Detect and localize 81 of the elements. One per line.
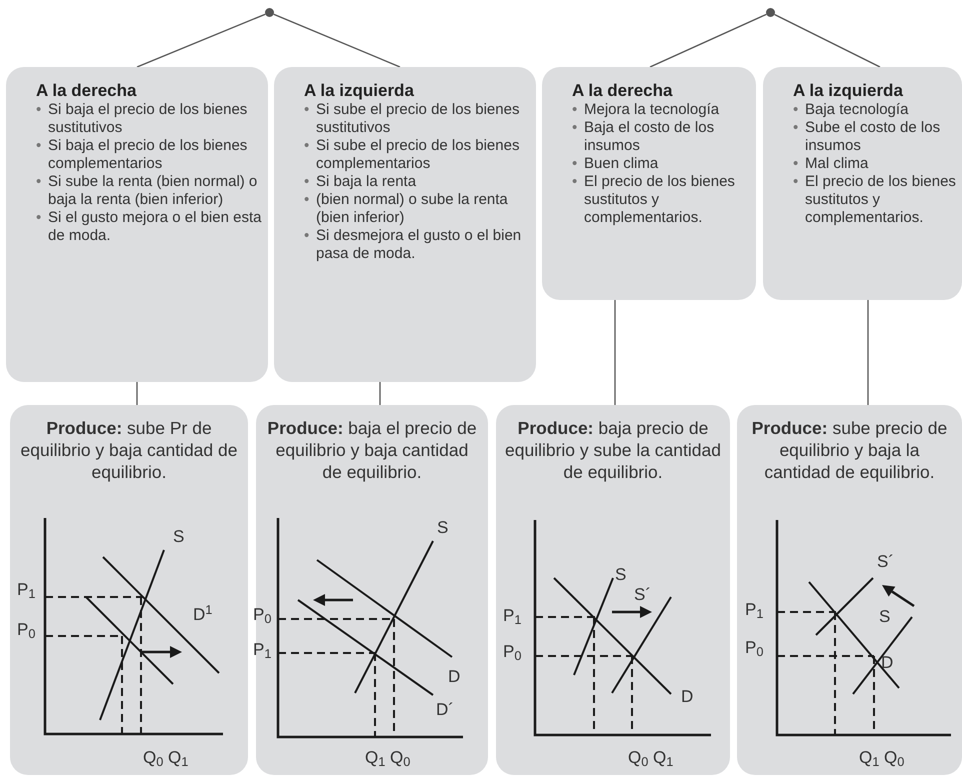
axis-label: Q$_{1}$ Q$_{0}$ bbox=[859, 748, 904, 768]
axis-label: S´ bbox=[634, 585, 651, 605]
axis-label: P$_{1}$ bbox=[253, 640, 272, 660]
bullet-text: Buen clima bbox=[584, 155, 660, 173]
bullet-marker: • bbox=[304, 101, 310, 120]
result-text: Produce: sube Pr de equilibrio y baja cantidad de equilibrio. bbox=[20, 417, 238, 483]
connector-line bbox=[273, 14, 400, 68]
axis-label: P$_{1}$ bbox=[503, 606, 522, 626]
result-card bbox=[256, 405, 488, 775]
bullet-text: El precio de los bienes sustitutos y complementarios. bbox=[584, 173, 736, 227]
connector-line bbox=[136, 14, 266, 68]
result-card bbox=[496, 405, 730, 775]
bullet-text: Si desmejora el gusto o el bien pasa de moda. bbox=[316, 227, 522, 263]
axis-label: P$_{1}$ bbox=[17, 580, 36, 600]
bullet-text: (bien normal) o sube la renta (bien inferior) bbox=[316, 191, 509, 227]
bullet-marker: • bbox=[36, 101, 42, 120]
bullet-text: Si baja el precio de los bienes sustitutivos bbox=[48, 101, 248, 137]
result-text: Produce: sube precio de equilibrio y baja la cantidad de equilibrio. bbox=[750, 417, 948, 483]
axis-label: P$_{1}$ bbox=[745, 600, 764, 620]
bullet-text: Si sube la renta (bien normal) o baja la renta (bien inferior) bbox=[48, 173, 258, 209]
bullet-marker: • bbox=[793, 173, 800, 192]
bullet-text: Sube el costo de los insumos bbox=[805, 119, 942, 155]
bullet-text: Si baja la renta bbox=[316, 173, 418, 191]
connector-line bbox=[614, 300, 616, 405]
bullet-marker: • bbox=[36, 137, 42, 156]
bullet-text: Si sube el precio de los bienes sustitutivos bbox=[316, 101, 520, 137]
connector-line bbox=[774, 14, 880, 68]
bullet-text: Baja el costo de los insumos bbox=[584, 119, 716, 155]
connector-line bbox=[867, 300, 869, 405]
result-text: Produce: baja el precio de equilibrio y baja cantidad de equilibrio. bbox=[266, 417, 478, 483]
bullet-marker: • bbox=[304, 227, 310, 246]
axis-label: P$_{0}$ bbox=[17, 620, 36, 640]
bullet-text: El precio de los bienes sustitutos y complementarios. bbox=[805, 173, 957, 227]
bullet-text: Mejora la tecnología bbox=[584, 101, 720, 119]
axis-label: Q$_{0}$ Q$_{1}$ bbox=[143, 748, 188, 768]
axis-label: D´ bbox=[436, 700, 454, 720]
axis-label: P$_{0}$ bbox=[745, 638, 764, 658]
bullet-marker: • bbox=[304, 137, 310, 156]
result-text: Produce: baja precio de equilibrio y sube la cantidad de equilibrio. bbox=[504, 417, 722, 483]
axis-label: Q$_{1}$ Q$_{0}$ bbox=[365, 748, 410, 768]
bullet-marker: • bbox=[36, 209, 42, 228]
axis-label: S bbox=[437, 518, 448, 538]
axis-label: D bbox=[681, 687, 694, 707]
bullet-text: Si baja el precio de los bienes complementarios bbox=[48, 137, 248, 173]
card-heading: A la derecha bbox=[36, 81, 138, 101]
axis-label: P$_{0}$ bbox=[253, 605, 272, 625]
connector-line bbox=[136, 382, 138, 405]
bullet-marker: • bbox=[793, 101, 800, 119]
card-heading: A la izquierda bbox=[304, 81, 415, 101]
bullet-marker: • bbox=[572, 173, 578, 192]
axis-label: S´ bbox=[877, 552, 894, 572]
axis-label: S bbox=[615, 565, 626, 585]
shift-card bbox=[763, 67, 962, 300]
axis-label: P$_{0}$ bbox=[503, 642, 522, 662]
connector-line bbox=[650, 14, 767, 68]
bullet-marker: • bbox=[36, 173, 42, 192]
bullet-marker: • bbox=[304, 191, 310, 210]
bullet-marker: • bbox=[793, 119, 800, 138]
shift-card bbox=[6, 67, 268, 382]
axis-label: S bbox=[173, 527, 184, 547]
card-heading: A la derecha bbox=[572, 81, 674, 101]
result-card bbox=[737, 405, 962, 775]
axis-label: D bbox=[881, 653, 894, 673]
card-heading: A la izquierda bbox=[793, 81, 904, 101]
shift-card bbox=[274, 67, 536, 382]
axis-label: D$^{1}$ bbox=[193, 605, 212, 625]
bullet-marker: • bbox=[304, 173, 310, 191]
bullet-marker: • bbox=[793, 155, 800, 173]
axis-label: Q$_{0}$ Q$_{1}$ bbox=[628, 748, 674, 768]
axis-label: D bbox=[448, 667, 460, 687]
bullet-marker: • bbox=[572, 101, 578, 119]
shift-card bbox=[542, 67, 756, 300]
bullet-text: Si sube el precio de los bienes complementarios bbox=[316, 137, 520, 173]
bullet-text: Si el gusto mejora o el bien esta de moda. bbox=[48, 209, 262, 245]
axis-label: S bbox=[879, 607, 890, 627]
result-card bbox=[10, 405, 248, 775]
bullet-marker: • bbox=[572, 155, 578, 173]
connector-line bbox=[379, 382, 381, 405]
bullet-text: Mal clima bbox=[805, 155, 870, 173]
bullet-text: Baja tecnología bbox=[805, 101, 910, 119]
bullet-marker: • bbox=[572, 119, 578, 138]
